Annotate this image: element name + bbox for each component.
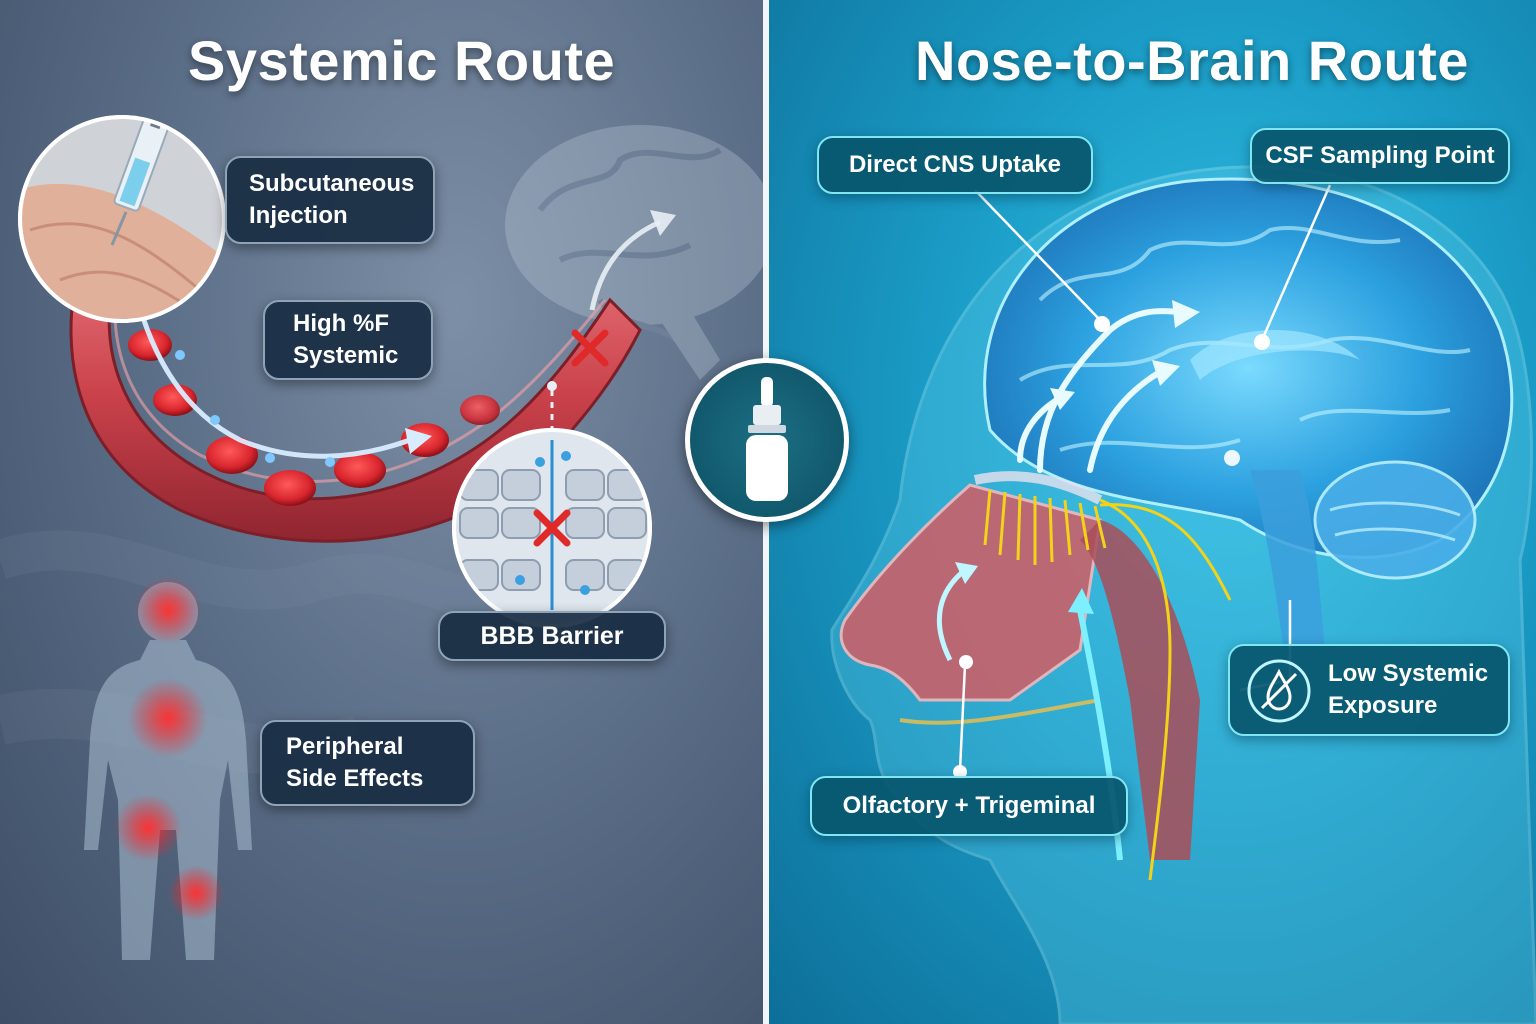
label-peripheral-side-effects: Peripheral Side Effects xyxy=(260,720,475,806)
nose-to-brain-title: Nose-to-Brain Route xyxy=(915,29,1469,92)
blocked-x-icon xyxy=(571,329,609,367)
side-effect-hotspots xyxy=(114,576,224,921)
systemic-flow-arrow xyxy=(132,289,411,459)
label-bbb-barrier: BBB Barrier xyxy=(438,611,666,661)
glowing-brain xyxy=(983,177,1514,700)
bbb-inset xyxy=(452,428,652,628)
brain-entry-arrow xyxy=(589,219,662,311)
leader-dots xyxy=(953,316,1270,779)
olfactory-nerves xyxy=(973,471,1232,881)
nasal-entry-arrow xyxy=(936,568,967,662)
label-olfactory-trigeminal: Olfactory + Trigeminal xyxy=(810,776,1128,836)
label-direct-cns-uptake: Direct CNS Uptake xyxy=(817,136,1093,194)
injection-inset xyxy=(18,115,226,323)
ghost-brain xyxy=(505,125,763,380)
label-subcutaneous-injection: Subcutaneous Injection xyxy=(225,156,435,244)
label-csf-sampling-point: CSF Sampling Point xyxy=(1250,128,1510,184)
systemic-route-title: Systemic Route xyxy=(188,29,616,92)
label-high-f-systemic: High %F Systemic xyxy=(263,300,433,380)
uptake-arrows xyxy=(1017,308,1183,473)
nasal-spray-icon xyxy=(746,377,788,501)
droplet-slash-icon xyxy=(1247,659,1311,723)
nasal-spray-badge xyxy=(685,358,849,522)
